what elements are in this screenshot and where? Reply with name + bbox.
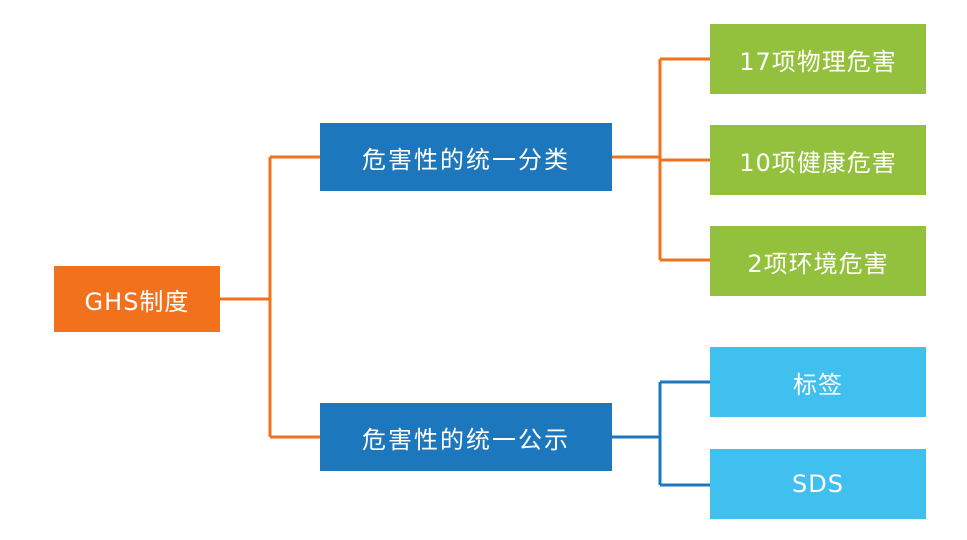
connector-communication-to-leaves (612, 380, 710, 487)
leaf-node-physical-hazards: 17项物理危害 (710, 24, 926, 94)
branch-node-hazard-classification: 危害性的统一分类 (320, 123, 612, 191)
branch-classification-label: 危害性的统一分类 (362, 145, 570, 174)
leaf-environment-label: 2项环境危害 (747, 249, 889, 278)
leaf-health-label: 10项健康危害 (739, 148, 897, 177)
leaf-node-label: 标签 (710, 347, 926, 417)
leaf-label-text: 标签 (793, 370, 843, 399)
branch-node-hazard-communication: 危害性的统一公示 (320, 403, 612, 471)
connector-root-to-branches (220, 155, 320, 439)
branch-communication-label: 危害性的统一公示 (362, 425, 570, 454)
leaf-node-sds: SDS (710, 449, 926, 519)
root-node-label: GHS制度 (84, 287, 190, 316)
leaf-physical-label: 17项物理危害 (739, 47, 897, 76)
root-node-ghs-system: GHS制度 (54, 266, 220, 332)
leaf-node-environmental-hazards: 2项环境危害 (710, 226, 926, 296)
connector-classification-to-leaves (612, 57, 710, 262)
leaf-node-health-hazards: 10项健康危害 (710, 125, 926, 195)
leaf-sds-text: SDS (792, 470, 844, 498)
